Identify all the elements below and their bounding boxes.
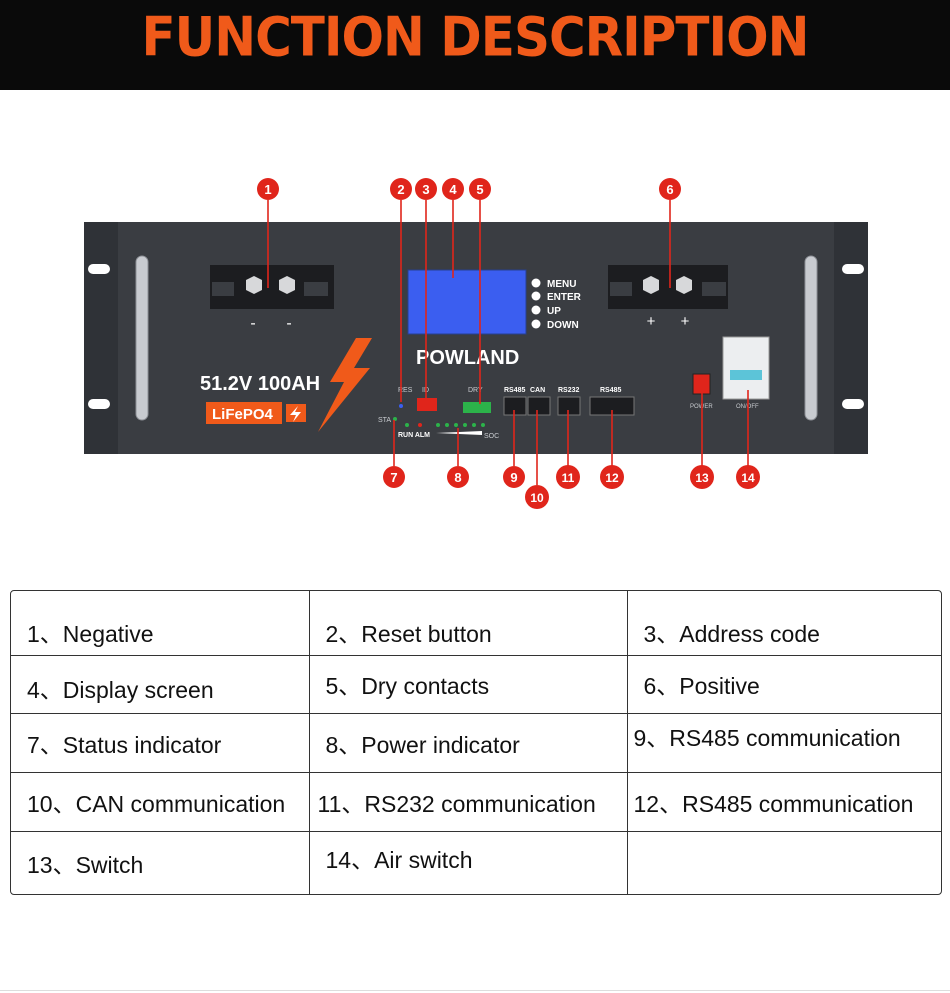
button-label-menu: MENU xyxy=(547,279,576,290)
svg-text:RUN ALM: RUN ALM xyxy=(398,432,430,439)
left-handle xyxy=(135,255,149,421)
positive-sign: + xyxy=(647,313,656,330)
function-table: 1、Negative 2、Reset button 3、Address code… xyxy=(10,590,942,895)
svg-text:3: 3 xyxy=(422,182,429,197)
svg-text:4: 4 xyxy=(449,182,457,197)
callout-1: 1 xyxy=(257,178,279,200)
svg-text:8: 8 xyxy=(454,470,461,485)
positive-terminals: + + xyxy=(608,265,728,330)
svg-text:SOC: SOC xyxy=(484,433,499,440)
svg-text:RS485: RS485 xyxy=(600,387,622,394)
callout-11: 11 xyxy=(556,465,580,489)
bottom-divider xyxy=(0,990,950,991)
svg-text:RES: RES xyxy=(398,387,413,394)
dry-contact-terminal xyxy=(463,402,491,413)
svg-text:7: 7 xyxy=(390,470,397,485)
table-cell: 11、RS232 communication xyxy=(308,771,628,832)
table-cell xyxy=(626,830,941,894)
callout-12: 12 xyxy=(600,465,624,489)
svg-text:12: 12 xyxy=(605,471,619,485)
lightning-bolt-icon xyxy=(318,338,372,432)
address-dip-switch xyxy=(417,398,437,411)
soc-leds xyxy=(436,423,485,435)
table-cell: 4、Display screen xyxy=(11,654,310,714)
table-cell: 12、RS485 communication xyxy=(626,771,941,832)
callout-14: 14 xyxy=(736,465,760,489)
table-cell: 6、Positive xyxy=(626,654,941,714)
svg-text:2: 2 xyxy=(397,182,404,197)
callout-7: 7 xyxy=(383,466,405,488)
callout-10: 10 xyxy=(525,485,549,509)
button-label-up: UP xyxy=(547,306,561,317)
can-port xyxy=(527,396,551,416)
bolt-icon-small xyxy=(290,406,301,422)
negative-sign-2: - xyxy=(286,315,291,332)
svg-text:5: 5 xyxy=(476,182,483,197)
table-cell: 7、Status indicator xyxy=(11,712,310,773)
right-handle xyxy=(804,255,818,421)
button-label-down: DOWN xyxy=(547,320,579,331)
svg-text:STA: STA xyxy=(378,417,391,424)
button-label-enter: ENTER xyxy=(547,292,582,303)
negative-sign: - xyxy=(250,315,255,332)
table-cell: 8、Power indicator xyxy=(308,712,628,773)
header-banner: FUNCTION DESCRIPTION xyxy=(0,0,950,90)
callout-5: 5 xyxy=(469,178,491,200)
voltage-capacity-label: 51.2V 100AH xyxy=(200,373,320,395)
table-row: 10、CAN communication 11、RS232 communicat… xyxy=(11,771,941,832)
table-cell: 13、Switch xyxy=(11,830,310,894)
callout-8: 8 xyxy=(447,466,469,488)
rs485-port-a xyxy=(503,396,527,416)
svg-text:10: 10 xyxy=(530,491,544,505)
display-screen xyxy=(407,269,527,335)
svg-text:13: 13 xyxy=(695,471,709,485)
svg-text:14: 14 xyxy=(741,471,755,485)
negative-terminals: - - xyxy=(210,265,334,332)
table-cell: 2、Reset button xyxy=(308,591,628,656)
right-rack-ear xyxy=(834,222,868,454)
table-row: 1、Negative 2、Reset button 3、Address code xyxy=(11,591,941,656)
table-cell: 10、CAN communication xyxy=(11,771,310,832)
positive-sign-2: + xyxy=(681,313,690,330)
svg-text:RS485: RS485 xyxy=(504,387,526,394)
svg-text:CAN: CAN xyxy=(530,387,545,394)
brand-logo: POWLAND xyxy=(416,347,519,369)
svg-text:9: 9 xyxy=(510,470,517,485)
menu-buttons: MENU ENTER UP DOWN xyxy=(531,278,582,331)
callout-9: 9 xyxy=(503,466,525,488)
left-rack-ear xyxy=(84,222,120,454)
svg-text:11: 11 xyxy=(562,471,575,485)
callout-6: 6 xyxy=(659,178,681,200)
callout-4: 4 xyxy=(442,178,464,200)
svg-text:1: 1 xyxy=(264,182,271,197)
chemistry-label: LiFePO4 xyxy=(212,406,274,423)
table-cell: 1、Negative xyxy=(11,591,310,656)
callout-2: 2 xyxy=(390,178,412,200)
svg-text:DRY: DRY xyxy=(468,387,483,394)
table-row: 4、Display screen 5、Dry contacts 6、Positi… xyxy=(11,654,941,714)
table-cell: 5、Dry contacts xyxy=(308,654,628,714)
callout-3: 3 xyxy=(415,178,437,200)
table-row: 13、Switch 14、Air switch xyxy=(11,830,941,894)
air-switch xyxy=(722,336,770,400)
svg-text:RS232: RS232 xyxy=(558,387,580,394)
table-cell: 14、Air switch xyxy=(308,830,628,894)
callout-leader-lines xyxy=(267,200,749,485)
table-row: 7、Status indicator 8、Power indicator 9、R… xyxy=(11,712,941,773)
battery-front-panel-diagram: - - + + MENU ENTER UP DOWN POWLAND 51.2V… xyxy=(84,178,868,509)
callout-13: 13 xyxy=(690,465,714,489)
rs232-port xyxy=(557,396,581,416)
svg-text:6: 6 xyxy=(666,182,673,197)
table-cell: 3、Address code xyxy=(626,591,941,656)
page-title: FUNCTION DESCRIPTION xyxy=(141,5,810,69)
table-cell: 9、RS485 communication xyxy=(626,712,941,773)
